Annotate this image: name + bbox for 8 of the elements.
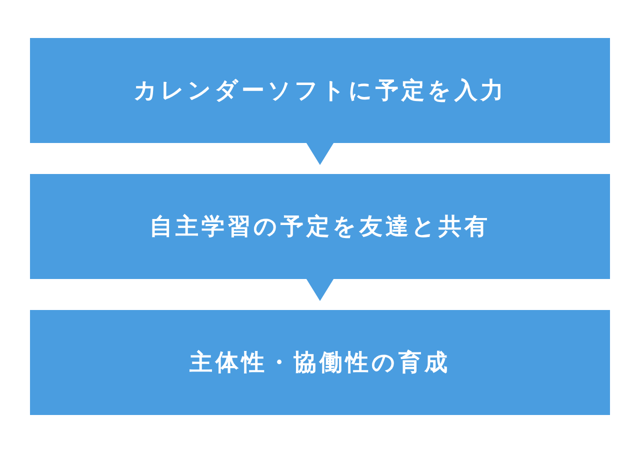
box-label: 自主学習の予定を友達と共有 [150,213,490,242]
arrow [306,278,334,301]
process-box [30,38,610,143]
process-box [30,174,610,279]
box-label: 主体性・協働性の育成 [190,348,450,378]
box-label: カレンダーソフトに予定を入力 [134,77,506,106]
process-box [30,310,610,415]
arrow [306,142,334,165]
